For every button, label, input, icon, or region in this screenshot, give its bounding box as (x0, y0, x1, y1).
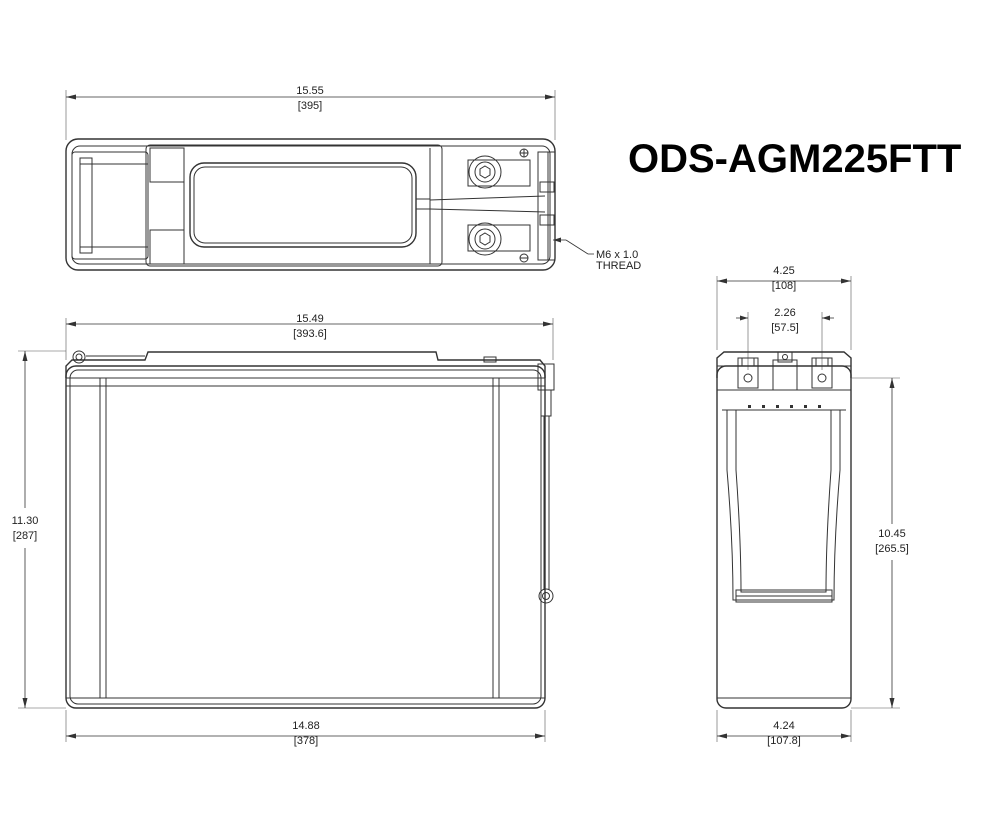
top-length-in: 15.55 (296, 85, 324, 97)
front-cable-ring (538, 588, 554, 604)
side-terminal-spacing-mm: [57.5] (771, 322, 799, 334)
front-body (65, 365, 546, 709)
top-length-mm: [395] (298, 100, 322, 112)
side-width-bottom-dimension: 4.24 [107.8] (716, 710, 852, 747)
side-width-top-mm: [108] (772, 280, 796, 292)
thread-note-line2: THREAD (596, 260, 641, 272)
front-strap-right (492, 377, 500, 699)
top-terminal-positive (467, 155, 531, 189)
side-body (716, 365, 852, 709)
side-height-in: 10.45 (878, 528, 906, 540)
top-vent-tab (415, 198, 431, 210)
top-terminal-negative (467, 222, 531, 256)
side-handle-strap (726, 410, 841, 601)
thread-note-line1: M6 x 1.0 (596, 249, 638, 261)
front-height-dimension: 11.30 [287] (12, 350, 66, 709)
front-bottom-length-mm: [378] (294, 735, 318, 747)
top-label-window (189, 162, 417, 248)
side-lid (716, 351, 852, 378)
front-height-mm: [287] (13, 530, 37, 542)
side-height-mm: [265.5] (875, 543, 909, 555)
top-connector-block (537, 151, 556, 261)
front-view: 15.49 [393.6] 11 (12, 313, 555, 747)
front-lid (65, 351, 546, 378)
front-height-in: 11.30 (12, 515, 39, 527)
thread-callout: M6 x 1.0 THREAD (553, 237, 641, 272)
top-lid-panel (145, 144, 443, 267)
top-view: 15.55 [395] (65, 85, 641, 272)
front-strap-left (99, 377, 107, 699)
side-vent (772, 351, 798, 391)
top-length-dimension: 15.55 [395] (65, 85, 556, 140)
side-width-bottom-mm: [107.8] (767, 735, 801, 747)
side-height-dimension: 10.45 [265.5] (851, 377, 909, 709)
side-terminal-spacing-dimension: 2.26 [57.5] (736, 307, 834, 370)
front-bottom-length-dimension: 14.88 [378] (65, 710, 546, 747)
side-width-bottom-in: 4.24 (773, 720, 794, 732)
front-top-length-in: 15.49 (296, 313, 324, 325)
front-bottom-length-in: 14.88 (292, 720, 320, 732)
side-vent-dots (748, 405, 821, 408)
side-width-top-in: 4.25 (773, 265, 794, 277)
side-view: 4.25 [108] 2.26 [57.5] (716, 265, 909, 747)
front-top-length-dimension: 15.49 [393.6] (65, 313, 554, 360)
side-width-top-dimension: 4.25 [108] (716, 265, 852, 350)
top-handle-recess (71, 151, 149, 260)
side-terminal-spacing-in: 2.26 (774, 307, 795, 319)
front-top-length-mm: [393.6] (293, 328, 327, 340)
model-title: ODS-AGM225FTT (628, 137, 961, 181)
top-body-outline (65, 138, 556, 271)
